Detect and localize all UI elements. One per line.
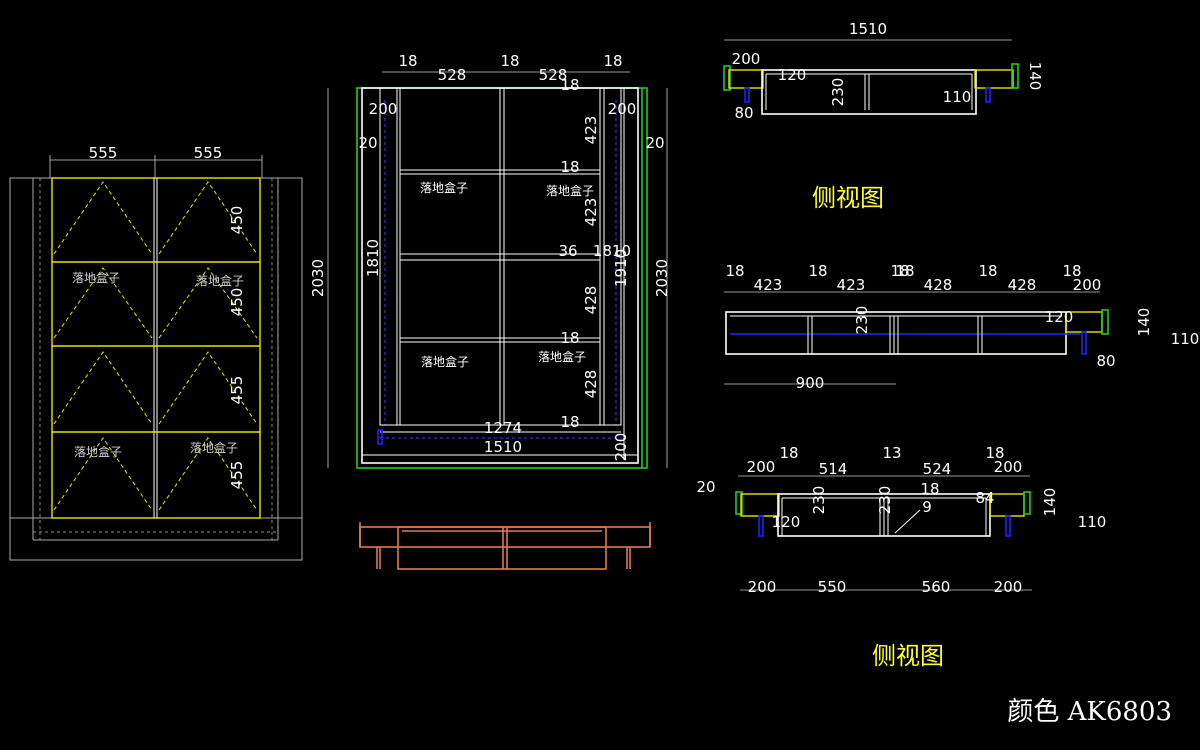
front-box-label-3: 落地盒子: [74, 444, 122, 459]
int-box-label-4: 落地盒子: [538, 349, 586, 364]
dim-svb-230a: 230: [810, 486, 828, 515]
title-side-view-1: 侧视图: [812, 184, 884, 212]
front-doors: [51, 177, 261, 519]
dim-int-428b: 428: [582, 370, 600, 399]
dim-int-top-528a: 528: [438, 66, 467, 84]
dim-svm-18c: 18: [890, 262, 909, 280]
dim-svm-900: 900: [796, 374, 825, 392]
dim-svm-423a: 423: [754, 276, 783, 294]
dim-svm-110: 110: [1171, 330, 1200, 348]
dim-svb-200b: 200: [994, 458, 1023, 476]
dim-int-total-h-l: 2030: [309, 259, 327, 297]
title-side-view-2: 侧视图: [872, 642, 944, 670]
dim-svb-140: 140: [1041, 488, 1059, 517]
dim-svb-120: 120: [772, 513, 801, 531]
dim-front-h4: 455: [228, 461, 246, 490]
dim-int-top-528b: 528: [539, 66, 568, 84]
dim-svb-13: 13: [882, 444, 901, 462]
dim-svb-9: 9: [922, 498, 932, 516]
dim-int-423b: 423: [582, 198, 600, 227]
dim-svt-120: 120: [778, 66, 807, 84]
dim-svb-b560: 560: [922, 578, 951, 596]
interior-view: 18 528 18 528 18 18 200 200 20 20 423 18…: [309, 52, 671, 469]
dim-int-36: 36: [558, 242, 577, 260]
dim-int-top-18d: 18: [560, 76, 579, 94]
dim-int-1274: 1274: [484, 419, 522, 437]
dim-svt-230: 230: [829, 78, 847, 107]
int-box-label-1: 落地盒子: [420, 180, 468, 195]
dim-svb-84: 84: [975, 489, 994, 507]
dim-svm-140: 140: [1135, 308, 1153, 337]
dim-svt-80: 80: [734, 104, 753, 122]
dim-int-18b: 18: [560, 329, 579, 347]
dim-front-h1: 450: [228, 206, 246, 235]
dim-svb-18a: 18: [779, 444, 798, 462]
dim-svm-18d: 18: [895, 262, 914, 280]
dim-svb-b550: 550: [818, 578, 847, 596]
dim-svb-230b: 230: [876, 486, 894, 515]
dim-svb-524: 524: [923, 460, 952, 478]
int-box-label-3: 落地盒子: [421, 354, 469, 369]
dim-svb-110: 110: [1078, 513, 1107, 531]
dim-svb-514: 514: [819, 460, 848, 478]
dim-svb-20: 20: [696, 478, 715, 496]
dim-svm-428b: 428: [1008, 276, 1037, 294]
dim-int-18a: 18: [560, 158, 579, 176]
dim-svt-140: 140: [1026, 62, 1044, 91]
front-outer-frame: [9, 177, 303, 561]
dim-svm-200: 200: [1073, 276, 1102, 294]
dim-svm-80: 80: [1096, 352, 1115, 370]
dim-svt-1510: 1510: [849, 20, 887, 38]
side-view-bottom: 200 18 514 13 524 18 200 20 230 230 18 9…: [696, 444, 1106, 596]
dim-int-top-18b: 18: [500, 52, 519, 70]
dim-svb-18m: 18: [920, 480, 939, 498]
dim-int-side-20-l: 20: [358, 134, 377, 152]
dim-int-side-200-r: 200: [608, 100, 637, 118]
dim-int-1510: 1510: [484, 438, 522, 456]
dim-int-bottom-200: 200: [612, 433, 630, 462]
dim-int-18c: 18: [560, 413, 579, 431]
dim-svm-18e: 18: [978, 262, 997, 280]
side-view-middle: 18 423 18 423 18 18 428 18 428 18 200 23…: [724, 262, 1199, 392]
dim-svb-b200b: 200: [994, 578, 1023, 596]
dim-svt-110: 110: [943, 88, 972, 106]
dim-svm-423b: 423: [837, 276, 866, 294]
dim-svt-200: 200: [732, 50, 761, 68]
dim-svm-18a: 18: [725, 262, 744, 280]
dim-int-side-20-r: 20: [645, 134, 664, 152]
dim-front-h2: 450: [228, 288, 246, 317]
dim-svm-18f: 18: [1062, 262, 1081, 280]
color-code-label: 颜色 AK6803: [1007, 697, 1172, 727]
front-box-label-4: 落地盒子: [190, 440, 238, 455]
front-box-label-2: 落地盒子: [196, 273, 244, 288]
dim-int-total-h-r: 2030: [653, 259, 671, 297]
dim-svb-18b: 18: [985, 444, 1004, 462]
dim-svb-b200a: 200: [748, 578, 777, 596]
dim-front-width-2: 555: [194, 144, 223, 162]
dim-int-top-18a: 18: [398, 52, 417, 70]
dim-svm-120: 120: [1045, 308, 1074, 326]
int-box-label-2: 落地盒子: [546, 183, 594, 198]
dim-int-1810-r: 1810: [593, 242, 631, 260]
dim-int-423a: 423: [582, 116, 600, 145]
dim-int-428a: 428: [582, 286, 600, 315]
front-box-label-1: 落地盒子: [72, 270, 120, 285]
dim-svm-230: 230: [853, 306, 871, 335]
side-view-top: 1510 200 120 230 110 140 80: [723, 20, 1044, 122]
dim-front-h3: 455: [228, 376, 246, 405]
dim-int-top-18c: 18: [603, 52, 622, 70]
dim-int-1910: 1910: [612, 249, 630, 287]
dim-svb-200a: 200: [747, 458, 776, 476]
dim-svm-18b: 18: [808, 262, 827, 280]
dim-svm-428a: 428: [924, 276, 953, 294]
front-view: 555 555 450 450 455 455 落地盒子 落地盒子 落地盒子 落…: [9, 144, 303, 561]
dim-int-side-200-l: 200: [369, 100, 398, 118]
dim-front-width-1: 555: [89, 144, 118, 162]
base-elevation: [359, 522, 651, 570]
dim-int-inner-h-l: 1810: [364, 239, 382, 277]
